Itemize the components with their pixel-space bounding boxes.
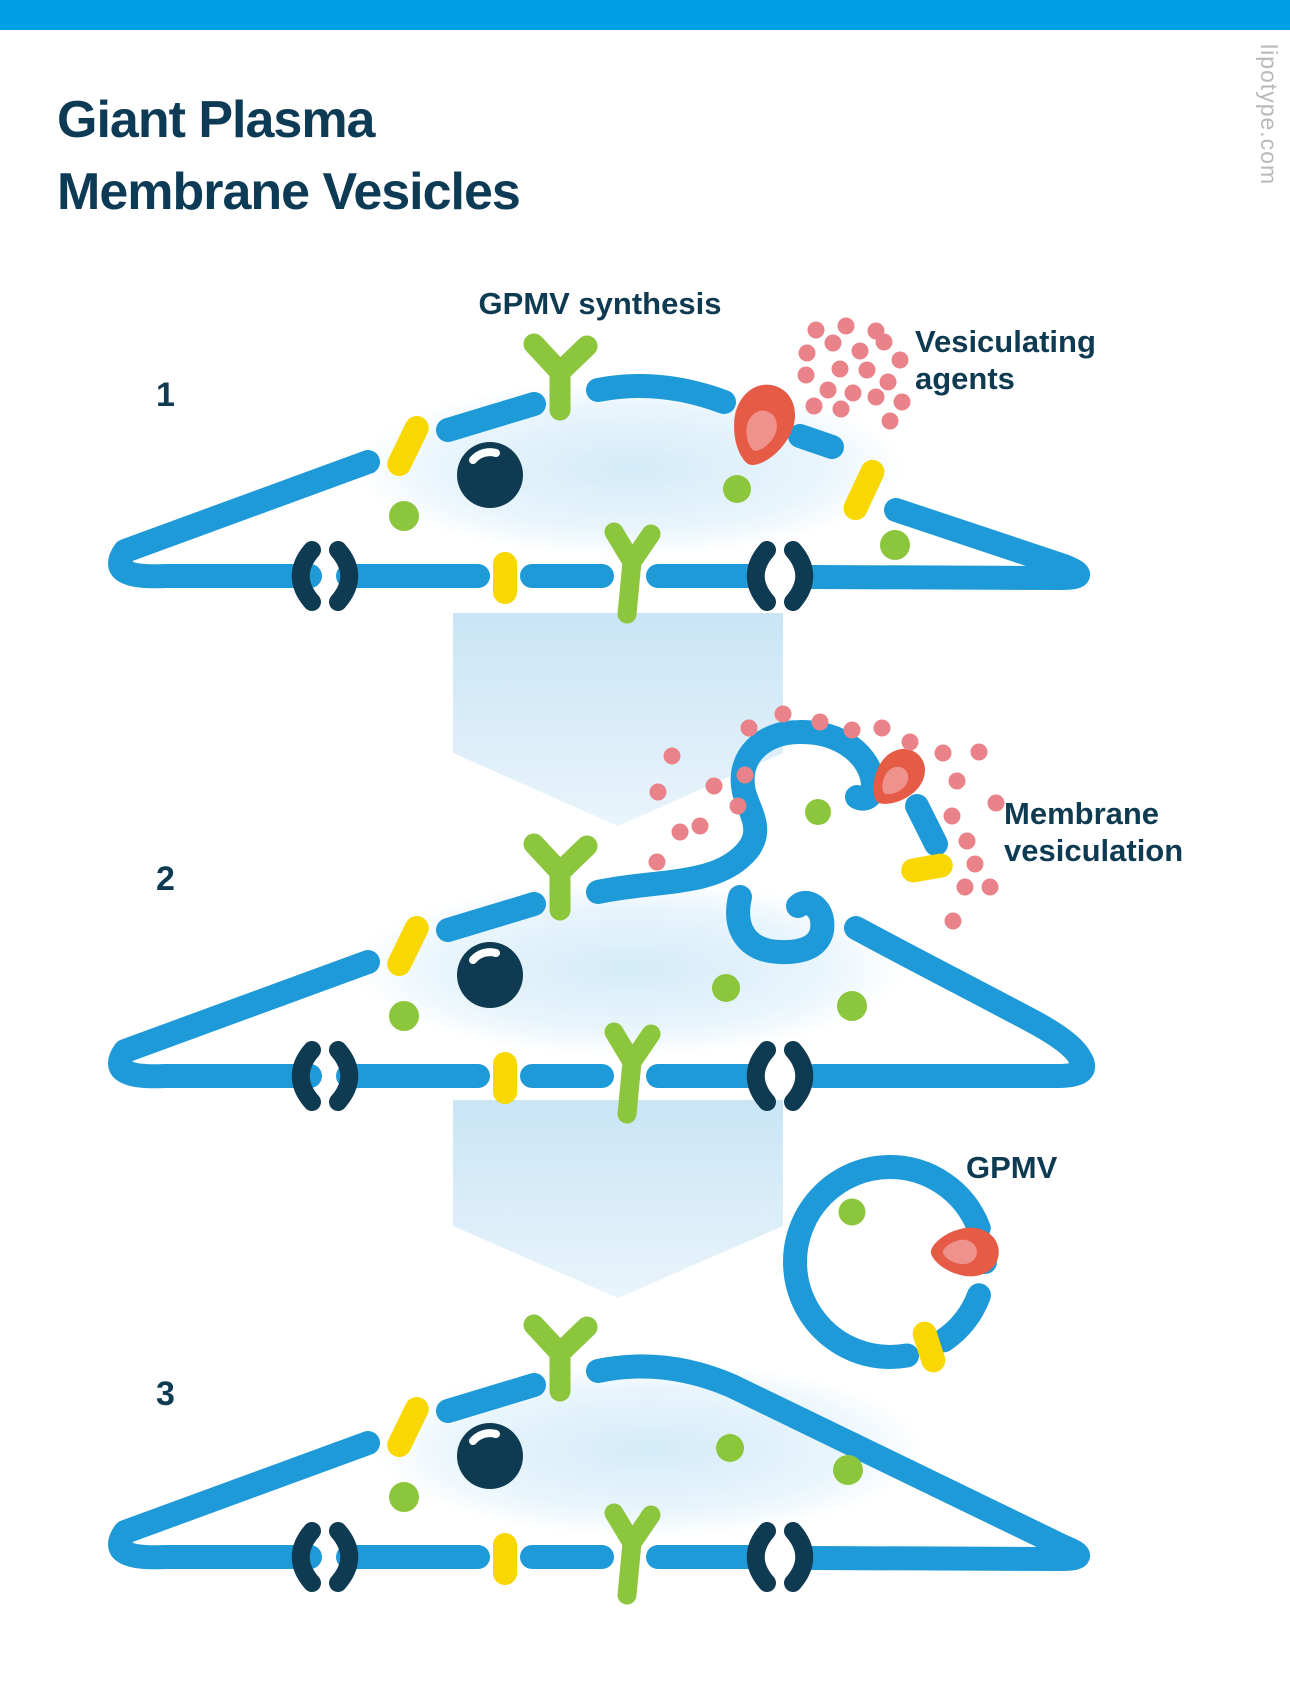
- page-title: Giant Plasma Membrane Vesicles: [57, 84, 521, 228]
- step-2-cell-illustration: 2 Membrane vesiculation: [108, 705, 1183, 1115]
- step-number: 2: [156, 860, 175, 898]
- ion-channel-icon: [301, 1531, 350, 1583]
- membrane-segment: [108, 1431, 380, 1570]
- gpmv-vesicle: GPMV: [783, 1150, 1058, 1376]
- watermark-url: lipotype.com: [1256, 44, 1282, 186]
- ion-channel-icon: [301, 550, 350, 602]
- lipid-pill-icon: [493, 1052, 517, 1104]
- membrane-segment: [108, 450, 380, 589]
- page-title-line2: Membrane Vesicles: [57, 163, 521, 221]
- cell-membrane: [108, 720, 1095, 1089]
- header-color-bar: [0, 0, 1290, 30]
- peripheral-protein-dot: [712, 974, 740, 1002]
- ion-channel-icon: [756, 1050, 805, 1102]
- peripheral-protein-dot: [389, 1001, 419, 1031]
- annotation-label: vesiculation: [1004, 833, 1183, 868]
- membrane-protein-icon: [930, 1227, 999, 1277]
- peripheral-protein-dot: [838, 1198, 866, 1226]
- peripheral-protein-dot: [880, 530, 910, 560]
- step-number: 1: [156, 376, 175, 414]
- membrane-bud-neck: [726, 885, 835, 965]
- annotation-label: agents: [915, 361, 1015, 396]
- peripheral-protein-dot: [805, 799, 831, 825]
- arrow-down-icon: [453, 1100, 783, 1298]
- peripheral-protein-dot: [833, 1455, 863, 1485]
- cytoplasm-glow: [355, 380, 905, 556]
- peripheral-protein-dot: [389, 1482, 419, 1512]
- membrane-bud-segment: [586, 720, 886, 904]
- membrane-segment: [586, 1354, 1090, 1571]
- page-title-line1: Giant Plasma: [57, 91, 375, 149]
- ion-channel-icon: [756, 1531, 805, 1583]
- step-title: GPMV synthesis: [479, 286, 722, 321]
- step-1-cell-illustration: 1 GPMV synthesis Vesiculating agents: [108, 286, 1096, 614]
- cell-membrane: [108, 1354, 1090, 1571]
- membrane-segment: [905, 794, 948, 856]
- peripheral-protein-dot: [837, 991, 867, 1021]
- vesiculating-agent-dots: [797, 317, 911, 430]
- annotation-label: Membrane: [1004, 796, 1159, 831]
- nucleus-icon: [457, 942, 523, 1008]
- membrane-segment: [436, 892, 546, 942]
- nucleus-icon: [457, 442, 523, 508]
- lipid-pill-icon: [493, 552, 517, 604]
- arrow-down-icon: [453, 613, 783, 826]
- ion-channel-icon: [756, 550, 805, 602]
- vesiculating-agent-dots: [648, 705, 1005, 930]
- ion-channel-icon: [301, 1050, 350, 1102]
- peripheral-protein-dot: [723, 475, 751, 503]
- lipid-pill-icon: [899, 851, 955, 885]
- membrane-segment: [108, 950, 380, 1089]
- peripheral-protein-dot: [389, 501, 419, 531]
- nucleus-icon: [457, 1423, 523, 1489]
- membrane-segment: [436, 392, 546, 442]
- annotation-label: Vesiculating: [915, 324, 1096, 359]
- membrane-segment: [586, 374, 736, 414]
- membrane-segment: [802, 916, 1095, 1088]
- membrane-segment: [800, 498, 1090, 590]
- step-number: 3: [156, 1375, 175, 1413]
- step-3-cell-illustration: 3 GPMV: [108, 1150, 1090, 1595]
- lipid-pill-icon: [493, 1533, 517, 1585]
- membrane-segment: [436, 1373, 546, 1423]
- peripheral-protein-dot: [716, 1434, 744, 1462]
- cell-membrane: [108, 374, 1090, 590]
- membrane-segment: [788, 424, 844, 459]
- annotation-label: GPMV: [966, 1150, 1058, 1185]
